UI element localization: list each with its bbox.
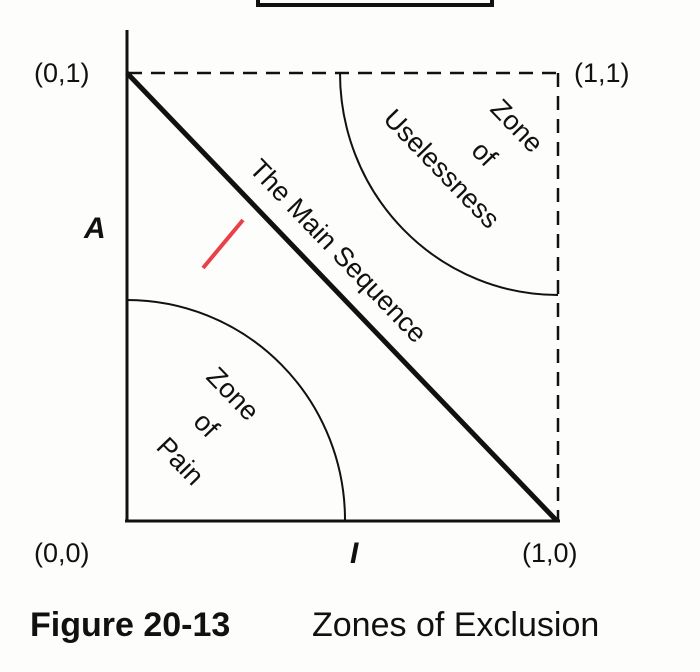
y-axis-label: A xyxy=(83,212,106,245)
zone-of-uselessness-word-2-group: of xyxy=(466,135,504,172)
zone-of-pain-word-2-group: of xyxy=(188,406,226,443)
zone-of-uselessness-word-3-group: Uselessness xyxy=(378,103,506,234)
corner-label-bottom-right: (1,0) xyxy=(522,538,578,568)
zone-of-pain-word-2: of xyxy=(188,406,226,443)
red-distance-marker xyxy=(201,218,245,270)
zone-of-uselessness-word-2: of xyxy=(466,135,504,172)
figure-title: Zones of Exclusion xyxy=(312,606,599,644)
x-axis-label: I xyxy=(350,537,359,570)
figure-number: Figure 20-13 xyxy=(30,606,230,644)
zone-of-pain-arc xyxy=(126,299,346,521)
corner-label-top-left: (0,1) xyxy=(34,58,90,88)
main-sequence-line xyxy=(125,71,558,522)
corner-label-top-right: (1,1) xyxy=(574,58,630,88)
zone-of-uselessness-arc xyxy=(339,72,559,296)
corner-label-bottom-left: (0,0) xyxy=(34,538,90,568)
main-sequence-label: The Main Sequence xyxy=(244,153,433,348)
top-bracket-fragment xyxy=(256,0,494,7)
zone-of-uselessness-word-3: Uselessness xyxy=(378,103,506,234)
